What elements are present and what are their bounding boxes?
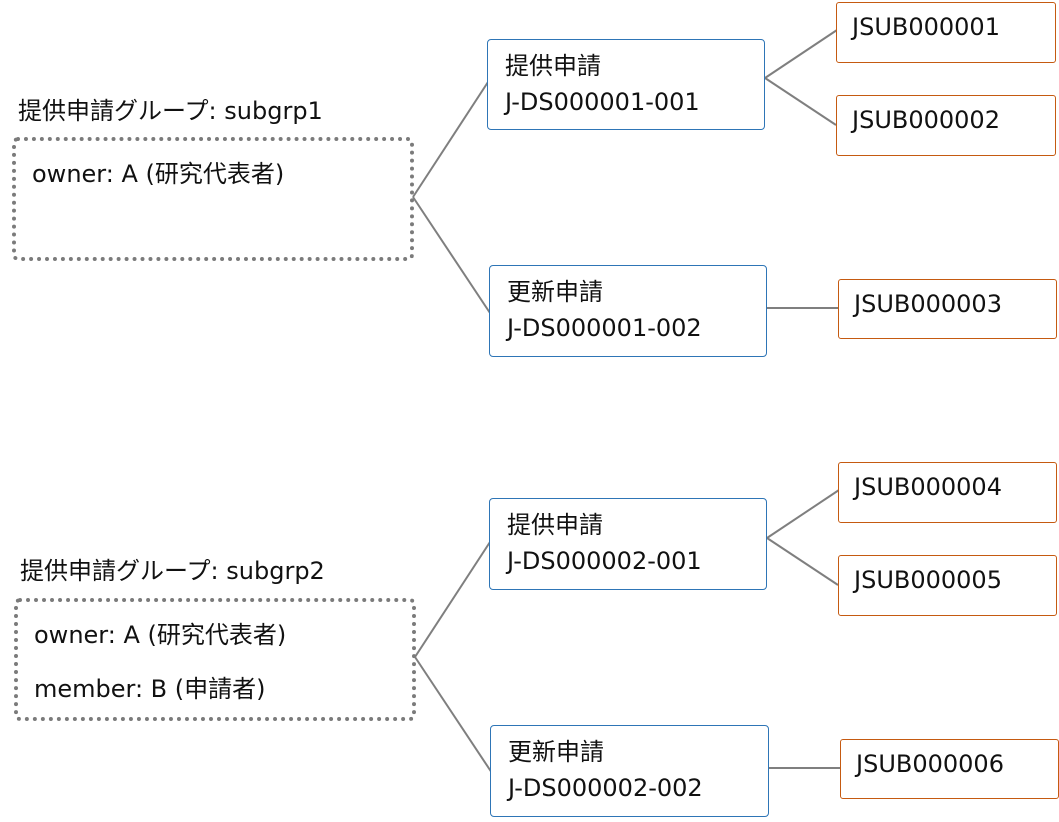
connector-subgrp1-to-app1 xyxy=(412,81,489,198)
group-box-subgrp2: owner: A (研究代表者) member: B (申請者) xyxy=(14,598,416,721)
application-type: 提供申請 xyxy=(507,511,603,539)
submission-box-jsub000004: JSUB000004 xyxy=(838,462,1057,523)
submission-box-jsub000005: JSUB000005 xyxy=(838,555,1057,616)
submission-box-jsub000001: JSUB000001 xyxy=(836,2,1056,63)
group-owner: owner: A (研究代表者) xyxy=(32,160,285,188)
group-title-subgrp2: 提供申請グループ: subgrp2 xyxy=(20,557,325,585)
connector-subgrp1-to-app2 xyxy=(412,196,491,314)
application-id: J-DS000002-002 xyxy=(508,774,703,802)
connector-app1-to-jsub000001 xyxy=(764,29,838,79)
application-box-j-ds000002-001: 提供申請 J-DS000002-001 xyxy=(489,498,767,590)
application-id: J-DS000001-001 xyxy=(505,88,700,116)
group-member: member: B (申請者) xyxy=(34,675,266,703)
application-type: 提供申請 xyxy=(505,52,601,80)
application-id: J-DS000002-001 xyxy=(507,547,702,575)
submission-box-jsub000002: JSUB000002 xyxy=(836,95,1056,156)
application-type: 更新申請 xyxy=(508,738,604,766)
application-box-j-ds000001-001: 提供申請 J-DS000001-001 xyxy=(487,39,765,130)
group-box-subgrp1: owner: A (研究代表者) xyxy=(12,137,414,261)
application-id: J-DS000001-002 xyxy=(507,314,702,342)
group-owner: owner: A (研究代表者) xyxy=(34,621,287,649)
application-box-j-ds000001-002: 更新申請 J-DS000001-002 xyxy=(489,265,767,357)
group-title-subgrp1: 提供申請グループ: subgrp1 xyxy=(18,97,323,125)
application-box-j-ds000002-002: 更新申請 J-DS000002-002 xyxy=(490,725,769,817)
application-type: 更新申請 xyxy=(507,278,603,306)
connector-app1-to-jsub000002 xyxy=(764,77,837,126)
submission-box-jsub000006: JSUB000006 xyxy=(840,739,1059,799)
submission-box-jsub000003: JSUB000003 xyxy=(838,279,1057,339)
connector-app3-to-jsub000005 xyxy=(766,537,839,586)
connector-app3-to-jsub000004 xyxy=(766,489,840,539)
connector-subgrp2-to-app3 xyxy=(414,541,491,658)
connector-subgrp2-to-app4 xyxy=(414,656,493,774)
